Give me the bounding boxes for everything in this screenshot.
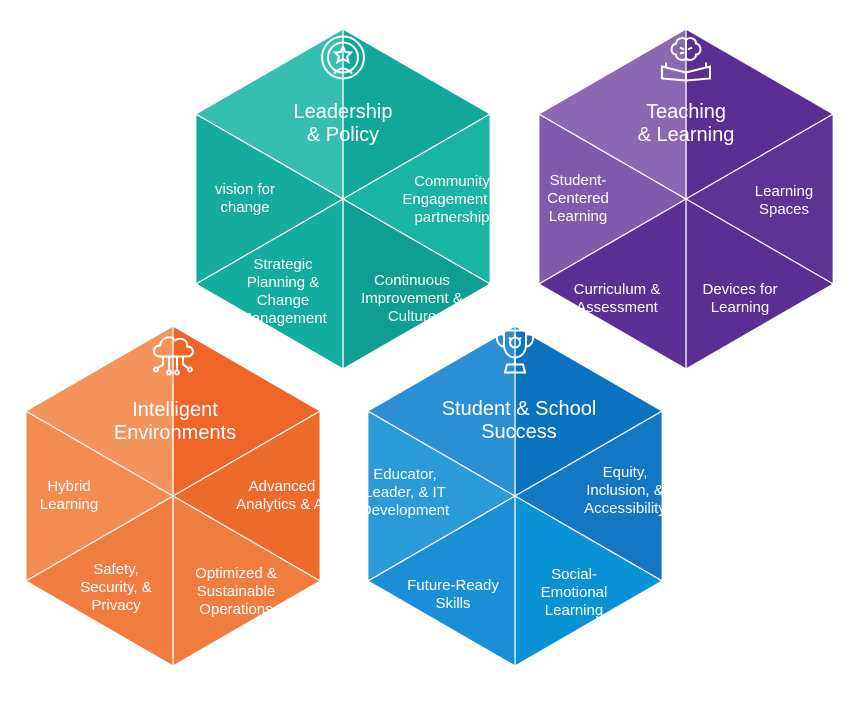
brain-book-icon	[658, 33, 714, 88]
cloud-network-icon	[147, 331, 199, 382]
item-hybrid-learning: Hybrid Learning	[39, 478, 99, 513]
item-community-engagement: Community Engagement & partnership	[402, 173, 502, 226]
item-devices-for-learning: Devices for Learning	[702, 281, 778, 316]
item-future-ready-skills: Future-Ready Skills	[407, 577, 499, 612]
item-equity-inclusion-accessibility: Equity, Inclusion, & Accessibility	[584, 464, 666, 517]
item-social-emotional-learning: Social- Emotional Learning	[540, 566, 608, 619]
leadership-wedge-top-left	[195, 28, 344, 200]
cluster-title-environments: Intelligent Environments	[113, 399, 237, 444]
cluster-title-leadership: Leadership & Policy	[293, 101, 393, 146]
item-learning-spaces: Learning Spaces	[754, 183, 814, 218]
item-vision-for-change: vision for change	[214, 181, 276, 216]
leader-star-icon	[319, 34, 367, 87]
cluster-title-teaching: Teaching & Learning	[637, 101, 735, 146]
student-wedge-top-left	[367, 325, 516, 497]
item-strategic-planning: Strategic Planning & Change Management	[239, 256, 327, 327]
teaching-wedge-top-left	[538, 28, 687, 200]
trophy-icon	[492, 327, 538, 382]
item-continuous-improvement: Continuous Improvement & Culture	[361, 272, 463, 325]
item-safety-security-privacy: Safety, Security, & Privacy	[80, 561, 152, 614]
item-optimized-operations: Optimized & Sustainable Operations	[195, 565, 277, 618]
environments-wedge-top-left	[25, 325, 174, 497]
item-curriculum-assessment: Curriculum & Assessment	[573, 281, 661, 316]
item-student-centered-learning: Student- Centered Learning	[547, 172, 609, 225]
item-advanced-analytics-ai: Advanced Analytics & AI	[236, 478, 328, 513]
item-educator-development: Educator, Leader, & IT Development	[360, 466, 450, 519]
cluster-title-student: Student & School Success	[441, 398, 597, 443]
